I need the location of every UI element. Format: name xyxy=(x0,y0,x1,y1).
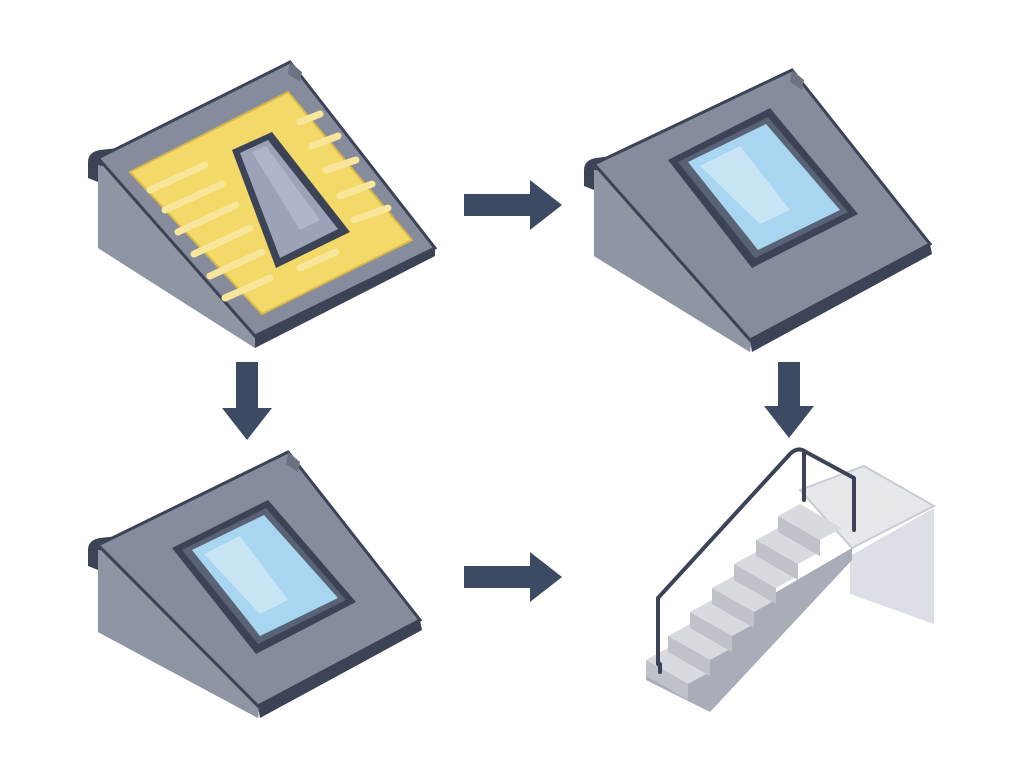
roof-front-edge xyxy=(750,244,932,352)
roof-side-face xyxy=(98,165,258,348)
skylight-glare xyxy=(700,146,790,224)
skylight-glare xyxy=(252,146,320,230)
handrail xyxy=(656,447,856,674)
roof-side-face xyxy=(594,170,752,352)
stair-steps xyxy=(646,504,842,700)
arrow-right-top xyxy=(464,180,562,230)
roof-front-edge xyxy=(255,248,435,348)
roof-ridge xyxy=(790,70,804,90)
roof-ridge xyxy=(288,62,302,82)
insulated-roof-panel xyxy=(88,60,438,348)
finished-roof-panel xyxy=(584,68,933,352)
arrow-down-right xyxy=(764,362,814,438)
arrow-right-bottom xyxy=(464,552,562,602)
insulation-batts xyxy=(146,110,392,302)
roof-ridge xyxy=(286,452,300,472)
roof-side-face xyxy=(98,550,260,718)
roof-front-edge xyxy=(258,620,422,718)
staircase-panel xyxy=(646,447,937,712)
skylight-glare xyxy=(204,536,288,614)
arrow-down-left xyxy=(222,362,272,440)
landing-wall xyxy=(850,508,934,624)
roof-skylight-panel xyxy=(88,450,423,718)
